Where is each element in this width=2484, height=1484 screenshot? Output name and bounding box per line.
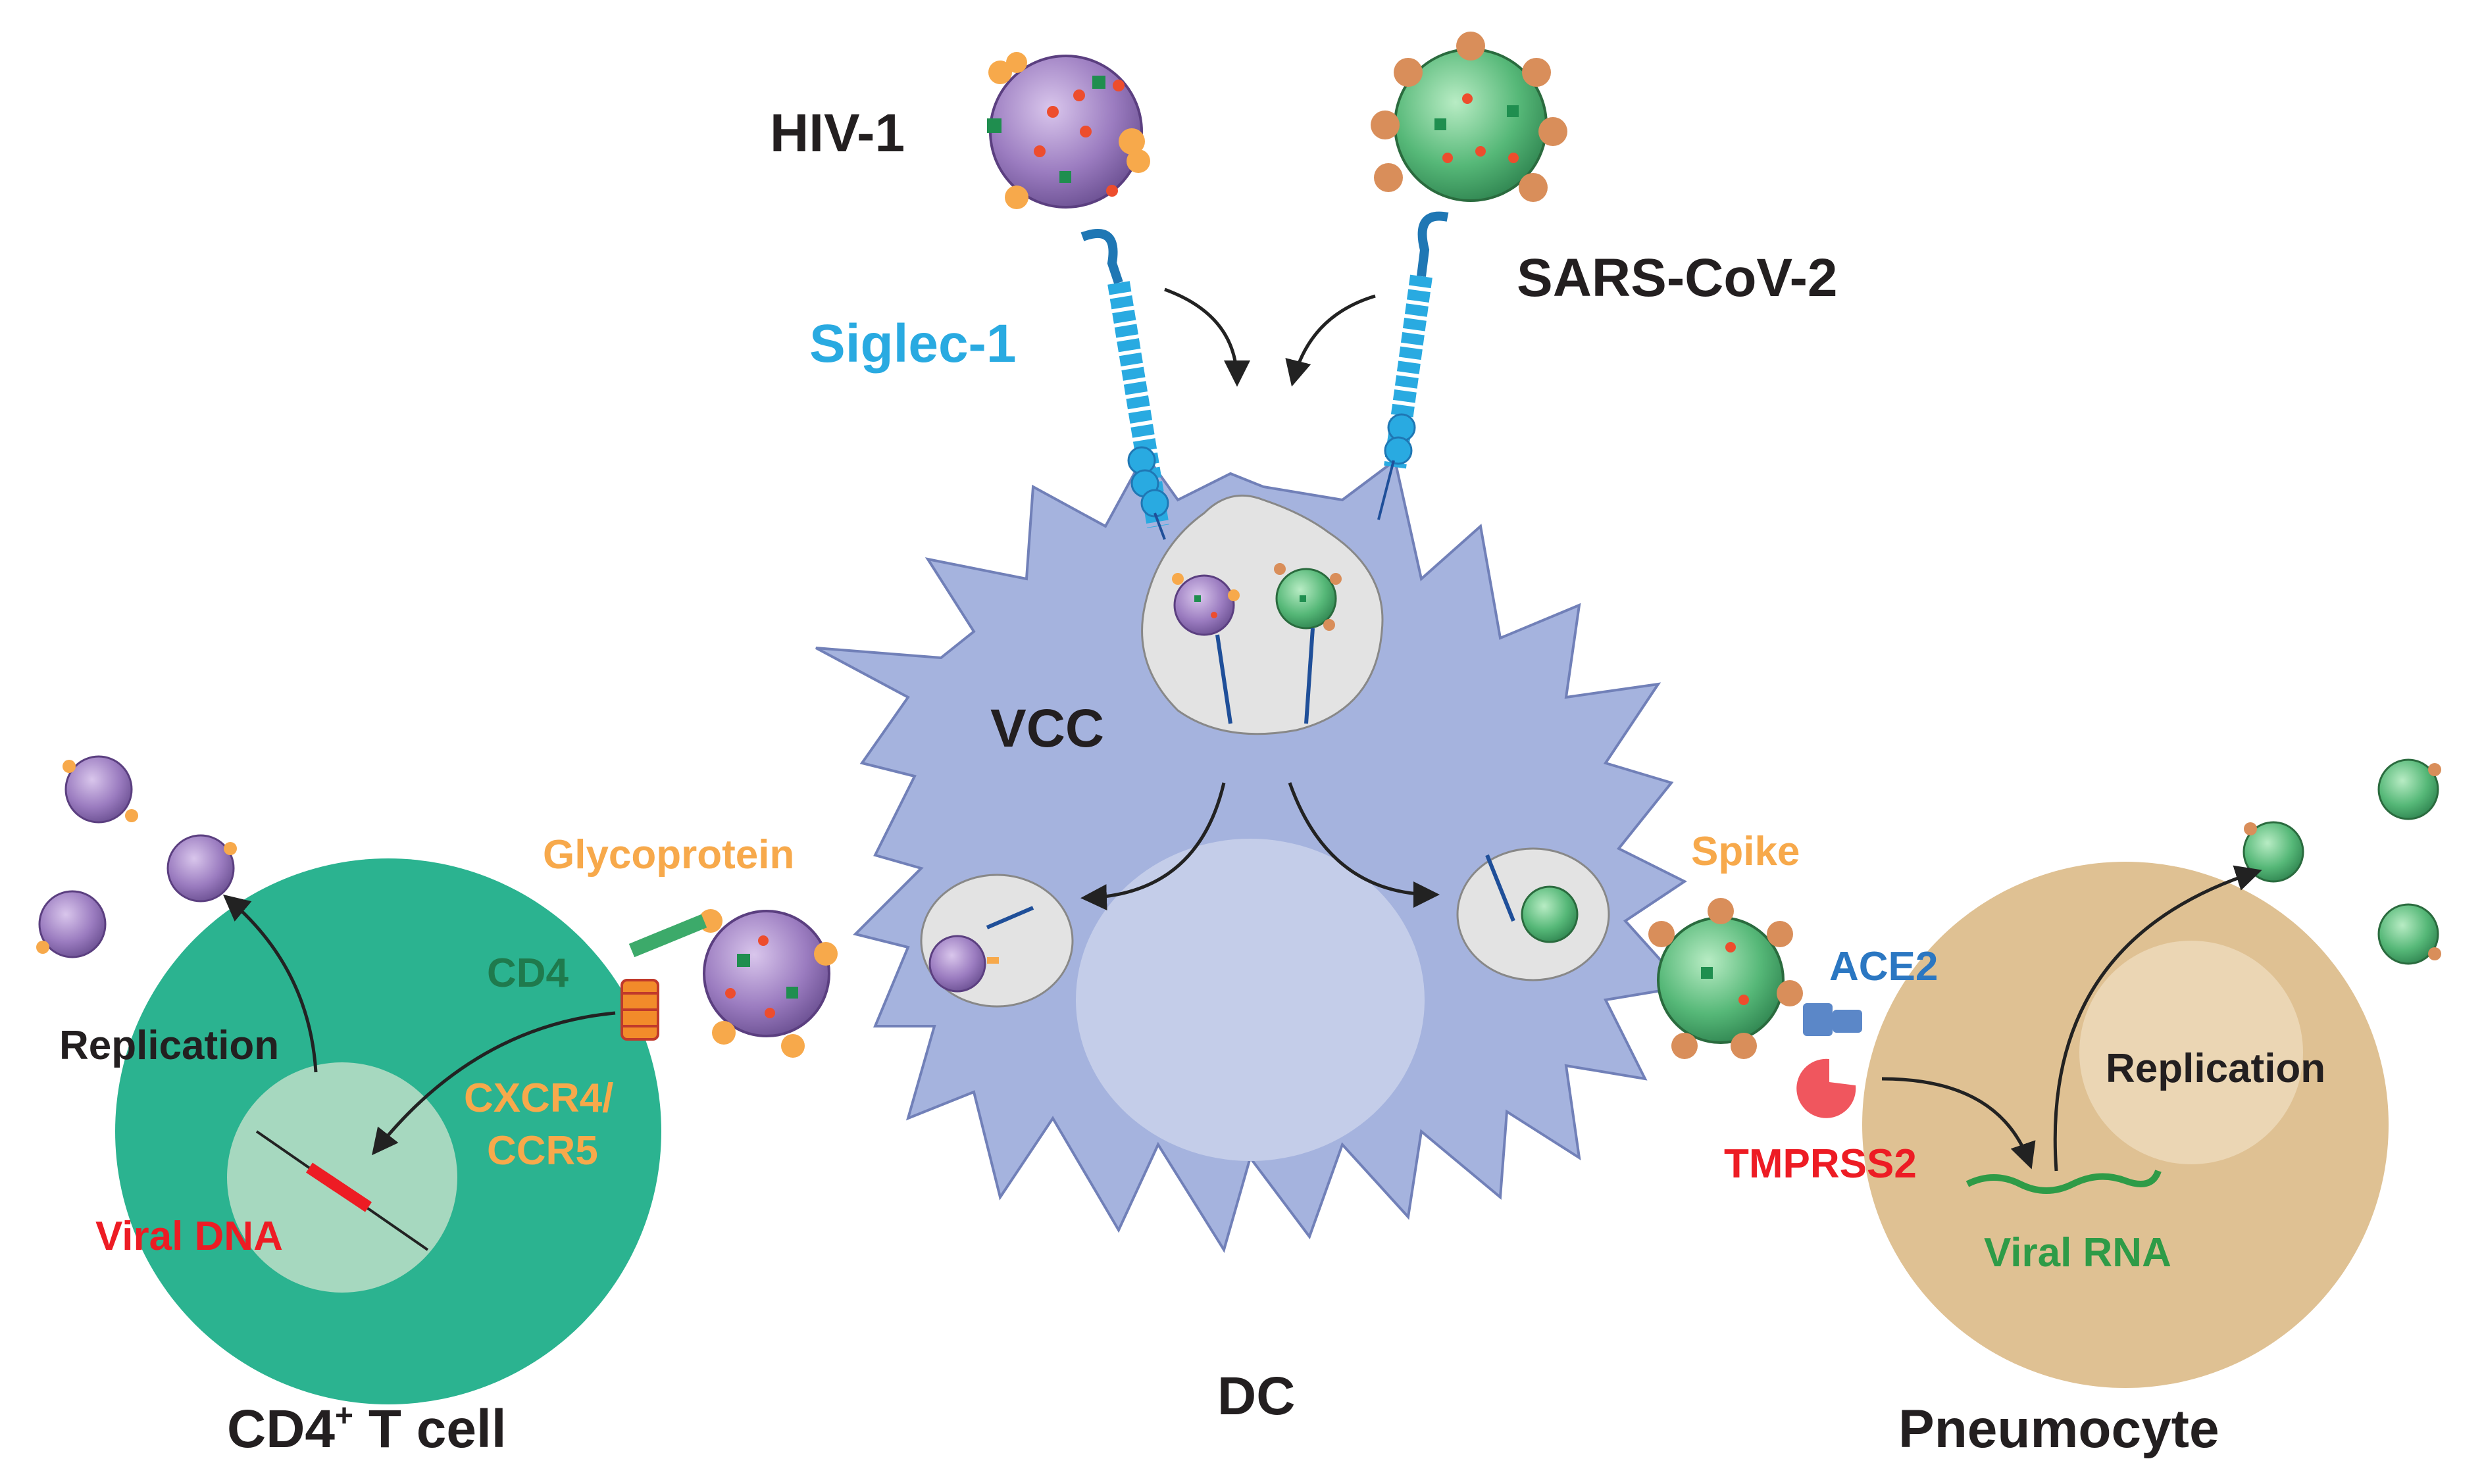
vcc-compartment: [1141, 494, 1384, 735]
dc-label: DC: [1217, 1366, 1295, 1426]
viral-rna-label: Viral RNA: [1984, 1230, 2171, 1275]
tmprss2-label: TMPRSS2: [1724, 1141, 1917, 1187]
sars-cov-2-virion-vcc: [1274, 563, 1342, 724]
arrow-coreceptor-to-nucleus: [372, 1011, 616, 1156]
hiv1-virion-top: [987, 52, 1150, 209]
cxcr4-ccr5-coreceptor: [621, 979, 659, 1041]
arrow-rna-to-release: [2053, 865, 2262, 1172]
ace2-receptor: [1803, 1003, 1862, 1036]
process-arrows: [222, 287, 2262, 1172]
viral-rna-strand: [1965, 1170, 2162, 1194]
cxcr4-label: CXCR4/: [464, 1076, 613, 1121]
tmprss2-protease: [1796, 1058, 1856, 1118]
arrow-nucleus-to-release: [222, 894, 318, 1073]
tcell-nucleus: [227, 1062, 457, 1293]
sars-cov-2-label: SARS-CoV-2: [1517, 248, 1838, 308]
arrow-sars-to-dc: [1285, 294, 1376, 387]
sars-cov-2-virion-vesicle: [1485, 854, 1579, 943]
released-hiv1-virions: [36, 755, 237, 958]
cd4-tcell-label: CD4+ T cell: [227, 1398, 507, 1459]
ccr5-label: CCR5: [487, 1128, 598, 1174]
arrow-tmprss2-to-rna: [1881, 1077, 2036, 1170]
vcc-label: VCC: [990, 699, 1104, 758]
arrow-hiv-to-dc: [1164, 287, 1250, 387]
cd4-label: CD4: [487, 951, 569, 996]
hiv1-virion-vesicle: [928, 906, 1034, 993]
hiv1-virion-binding: [699, 909, 838, 1058]
hiv1-virion-vcc: [1172, 573, 1240, 724]
siglec1-label: Siglec-1: [809, 314, 1016, 374]
viral-dna-label: Viral DNA: [95, 1214, 283, 1259]
hiv1-label: HIV-1: [770, 103, 905, 163]
cd4-receptor: [628, 914, 707, 958]
pneumocyte-label: Pneumocyte: [1898, 1399, 2219, 1459]
sars-cov-2-virion-top: [1371, 32, 1567, 202]
replication-left-label: Replication: [59, 1023, 279, 1068]
siglec1-receptor-right: [1377, 211, 1449, 520]
dc-nucleus: [1076, 839, 1425, 1161]
siglec1-receptor-left: [1080, 229, 1169, 540]
sars-cov-2-virion-binding: [1648, 898, 1803, 1059]
arrow-vcc-to-right-vesicle: [1288, 782, 1440, 908]
spike-label: Spike: [1691, 829, 1800, 874]
viral-dna-segment: [306, 1162, 372, 1212]
replication-right-label: Replication: [2106, 1046, 2325, 1091]
glycoprotein-label: Glycoprotein: [543, 832, 794, 878]
arrow-vcc-to-left-vesicle: [1080, 782, 1226, 911]
pneumocyte-nucleus: [2079, 941, 2303, 1164]
ace2-label: ACE2: [1829, 944, 1938, 989]
